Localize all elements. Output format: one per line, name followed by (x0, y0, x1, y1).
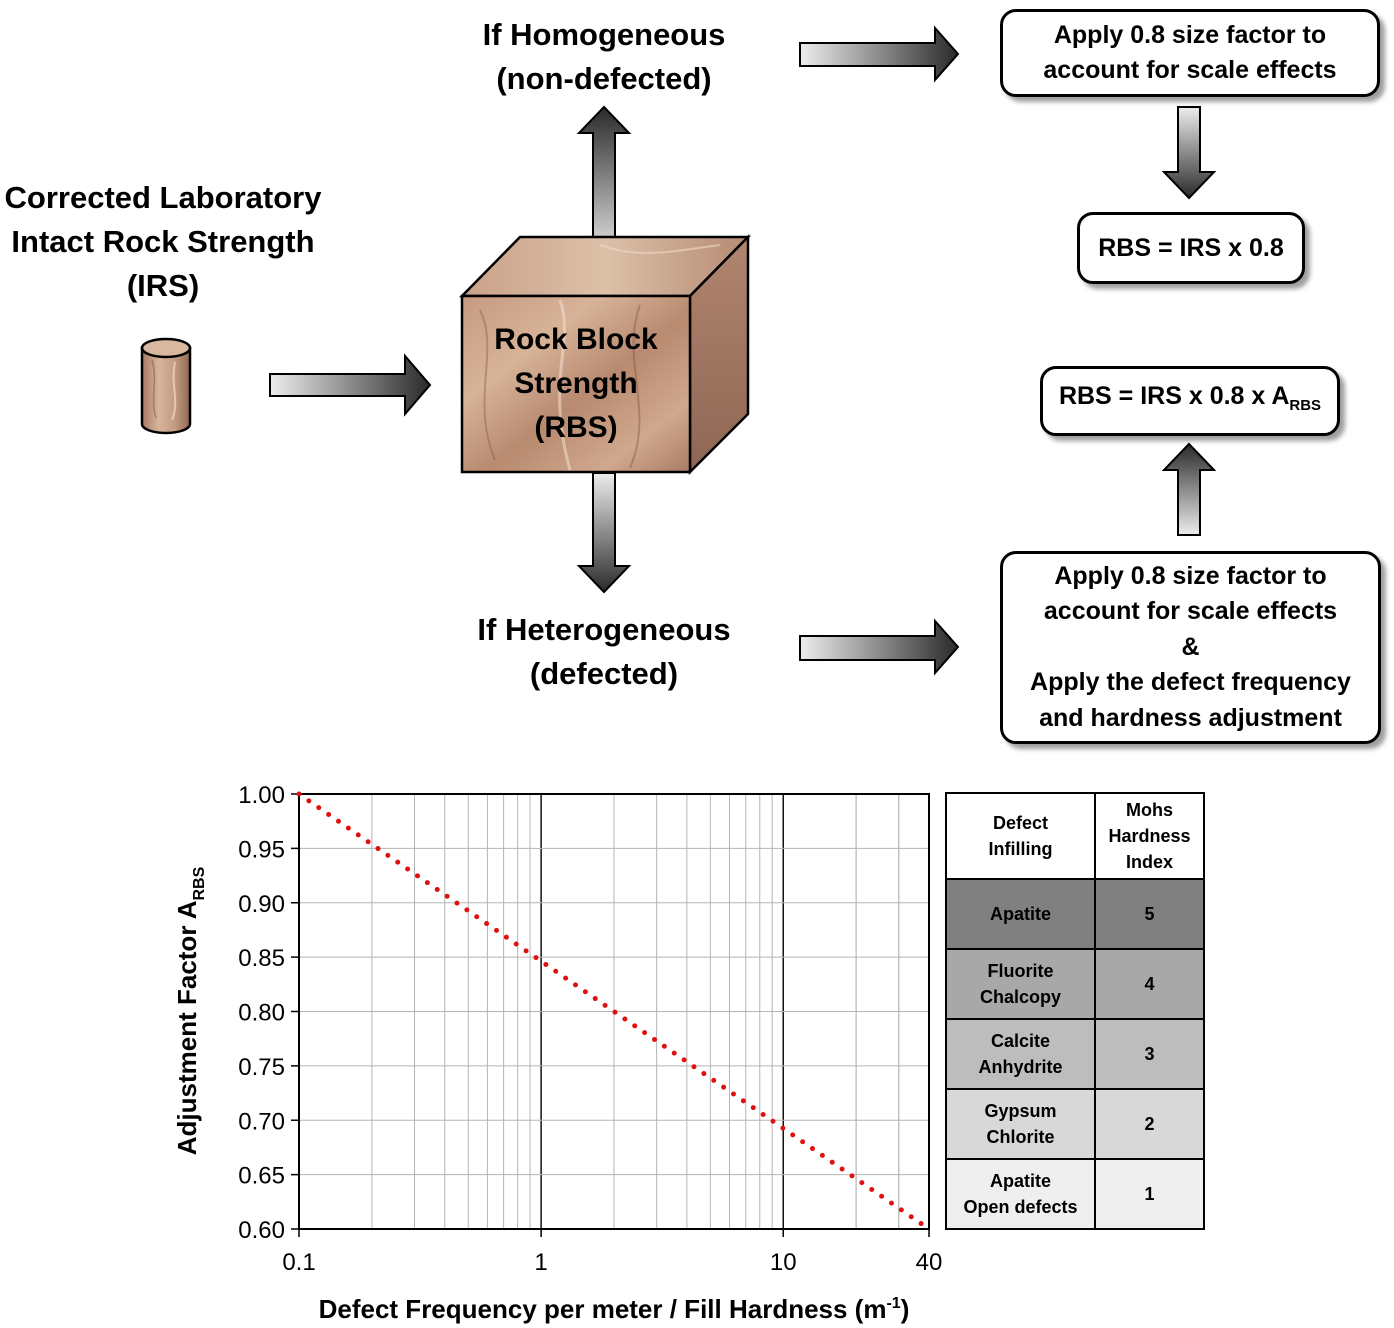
row-infilling-line1: Calcite (990, 1031, 1051, 1051)
heterogeneous-label: If Heterogeneous (defected) (454, 608, 754, 696)
defect-box-line5: and hardness adjustment (1039, 703, 1342, 732)
row-infilling-line1: Apatite (989, 904, 1051, 924)
formula-top-box: RBS = IRS x 0.8 (1077, 212, 1305, 284)
rbs-label-line1: Rock Block (494, 323, 658, 356)
heterogeneous-line2: (defected) (529, 656, 679, 691)
trend-line (296, 791, 932, 1232)
y-tick-label: 1.00 (238, 782, 285, 809)
irs-label-line1: Corrected Laboratory (4, 180, 322, 215)
y-tick-label: 0.60 (238, 1217, 285, 1244)
row-index: 5 (1094, 878, 1205, 950)
table-header-row: Defect Infilling Mohs Hardness Index (945, 792, 1205, 880)
row-infilling-line1: Fluorite (987, 961, 1054, 981)
irs-label-line2: Intact Rock Strength (11, 224, 315, 259)
y-tick-label: 0.90 (238, 891, 285, 918)
y-tick-label: 0.75 (238, 1054, 285, 1081)
defect-box-line2: account for scale effects (1043, 597, 1338, 626)
row-infilling-line2: Chlorite (986, 1127, 1055, 1147)
size-factor-box-line1: Apply 0.8 size factor to (1053, 21, 1327, 49)
rbs-label-line3: (RBS) (534, 411, 618, 444)
header-mohs-line1: Mohs (1126, 800, 1173, 820)
formula-bottom-text: RBS = IRS x 0.8 x A (1058, 382, 1290, 410)
header-defect-line1: Defect (992, 813, 1049, 833)
x-tick-label: 1 (534, 1249, 547, 1276)
row-infilling-line2: Chalcopy (979, 987, 1062, 1007)
header-defect-line2: Infilling (988, 839, 1053, 859)
row-infilling: Apatite (945, 878, 1096, 950)
row-infilling-line1: Gypsum (984, 1101, 1057, 1121)
defect-box-line4: Apply the defect frequency (1030, 668, 1351, 697)
irs-label-line3: (IRS) (126, 268, 200, 303)
homogeneous-line1: If Homogeneous (482, 17, 726, 52)
hardness-table: Defect Infilling Mohs Hardness Index Apa… (945, 792, 1205, 1230)
table-row: Apatite 5 (945, 878, 1205, 950)
size-factor-box: Apply 0.8 size factor to account for sca… (1000, 9, 1380, 97)
header-mohs-line2: Hardness (1108, 826, 1191, 846)
x-axis-label: Defect Frequency per meter / Fill Hardne… (319, 1294, 910, 1324)
rbs-label-line2: Strength (514, 367, 638, 400)
homogeneous-line2: (non-defected) (496, 61, 712, 96)
formula-bottom-subscript: RBS (1289, 397, 1322, 414)
trend-series (296, 791, 932, 1232)
formula-bottom: RBS = IRS x 0.8 x ARBS (1059, 379, 1321, 423)
y-tick-label: 0.65 (238, 1163, 285, 1190)
homogeneous-label: If Homogeneous (non-defected) (454, 13, 754, 101)
heterogeneous-line1: If Heterogeneous (477, 612, 731, 647)
y-tick-label: 0.95 (238, 836, 285, 863)
x-tick-label: 0.1 (282, 1249, 315, 1276)
formula-bottom-box: RBS = IRS x 0.8 x ARBS (1040, 366, 1340, 436)
x-tick-label: 10 (770, 1249, 797, 1276)
arrow-box-to-formula-top (1161, 106, 1217, 200)
rbs-label: Rock Block Strength (RBS) (462, 318, 690, 450)
arrow-heterogeneous-to-box (799, 618, 960, 676)
y-tick-label: 0.80 (238, 1000, 285, 1027)
x-axis-ticks: 0.1 1 10 40 (282, 1229, 942, 1276)
size-factor-box-line2: account for scale effects (1043, 56, 1337, 84)
x-tick-label: 40 (916, 1249, 943, 1276)
irs-label: Corrected Laboratory Intact Rock Strengt… (0, 176, 326, 308)
row-index: 4 (1094, 948, 1205, 1020)
arrow-irs-to-rbs (269, 353, 432, 417)
defect-box-line1: Apply 0.8 size factor to (1054, 561, 1327, 590)
row-index: 3 (1094, 1018, 1205, 1090)
rock-core-cylinder (140, 337, 192, 435)
header-mohs-line3: Index (1125, 852, 1173, 872)
y-tick-label: 0.85 (238, 945, 285, 972)
formula-top: RBS = IRS x 0.8 (1098, 233, 1284, 262)
arrow-homogeneous-to-box (799, 25, 960, 83)
arrow-box-to-formula-bottom (1161, 442, 1217, 536)
size-factor-defect-box: Apply 0.8 size factor to account for sca… (1000, 551, 1381, 744)
arrow-rbs-down (576, 472, 632, 594)
row-index: 2 (1094, 1088, 1205, 1160)
row-infilling-line2: Anhydrite (978, 1057, 1063, 1077)
row-index: 1 (1094, 1158, 1205, 1230)
y-axis-ticks: 0.60 0.65 0.70 0.75 0.80 0.85 0.90 0.95 1.00 (238, 782, 299, 1244)
row-infilling-line1: Apatite (989, 1171, 1051, 1191)
y-tick-label: 0.70 (238, 1108, 285, 1135)
header-defect-infilling: Defect Infilling (945, 792, 1096, 880)
y-axis-label: Adjustment Factor ARBS (172, 866, 208, 1155)
header-mohs-index: Mohs Hardness Index (1094, 792, 1205, 880)
defect-box-line3: & (1181, 632, 1200, 661)
rock-block-cube (459, 233, 751, 476)
row-infilling-line2: Open defects (963, 1197, 1078, 1217)
